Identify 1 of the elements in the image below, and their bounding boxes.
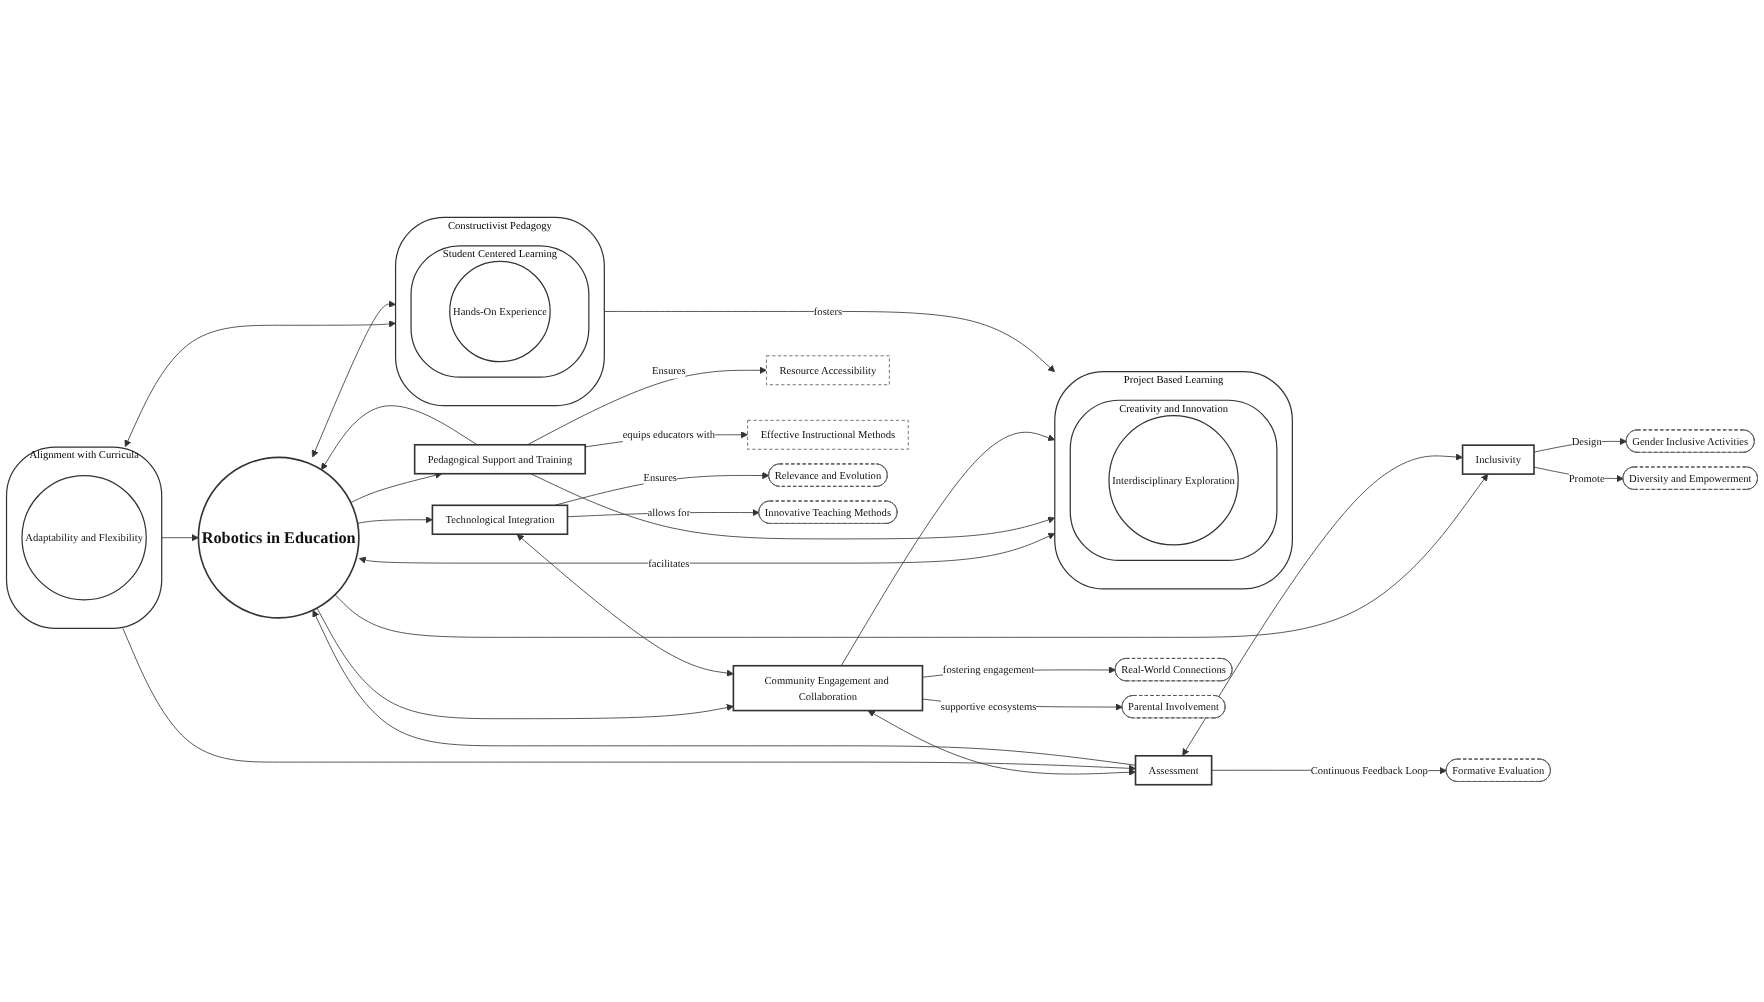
node-circle: Robotics in Education	[197, 456, 360, 619]
